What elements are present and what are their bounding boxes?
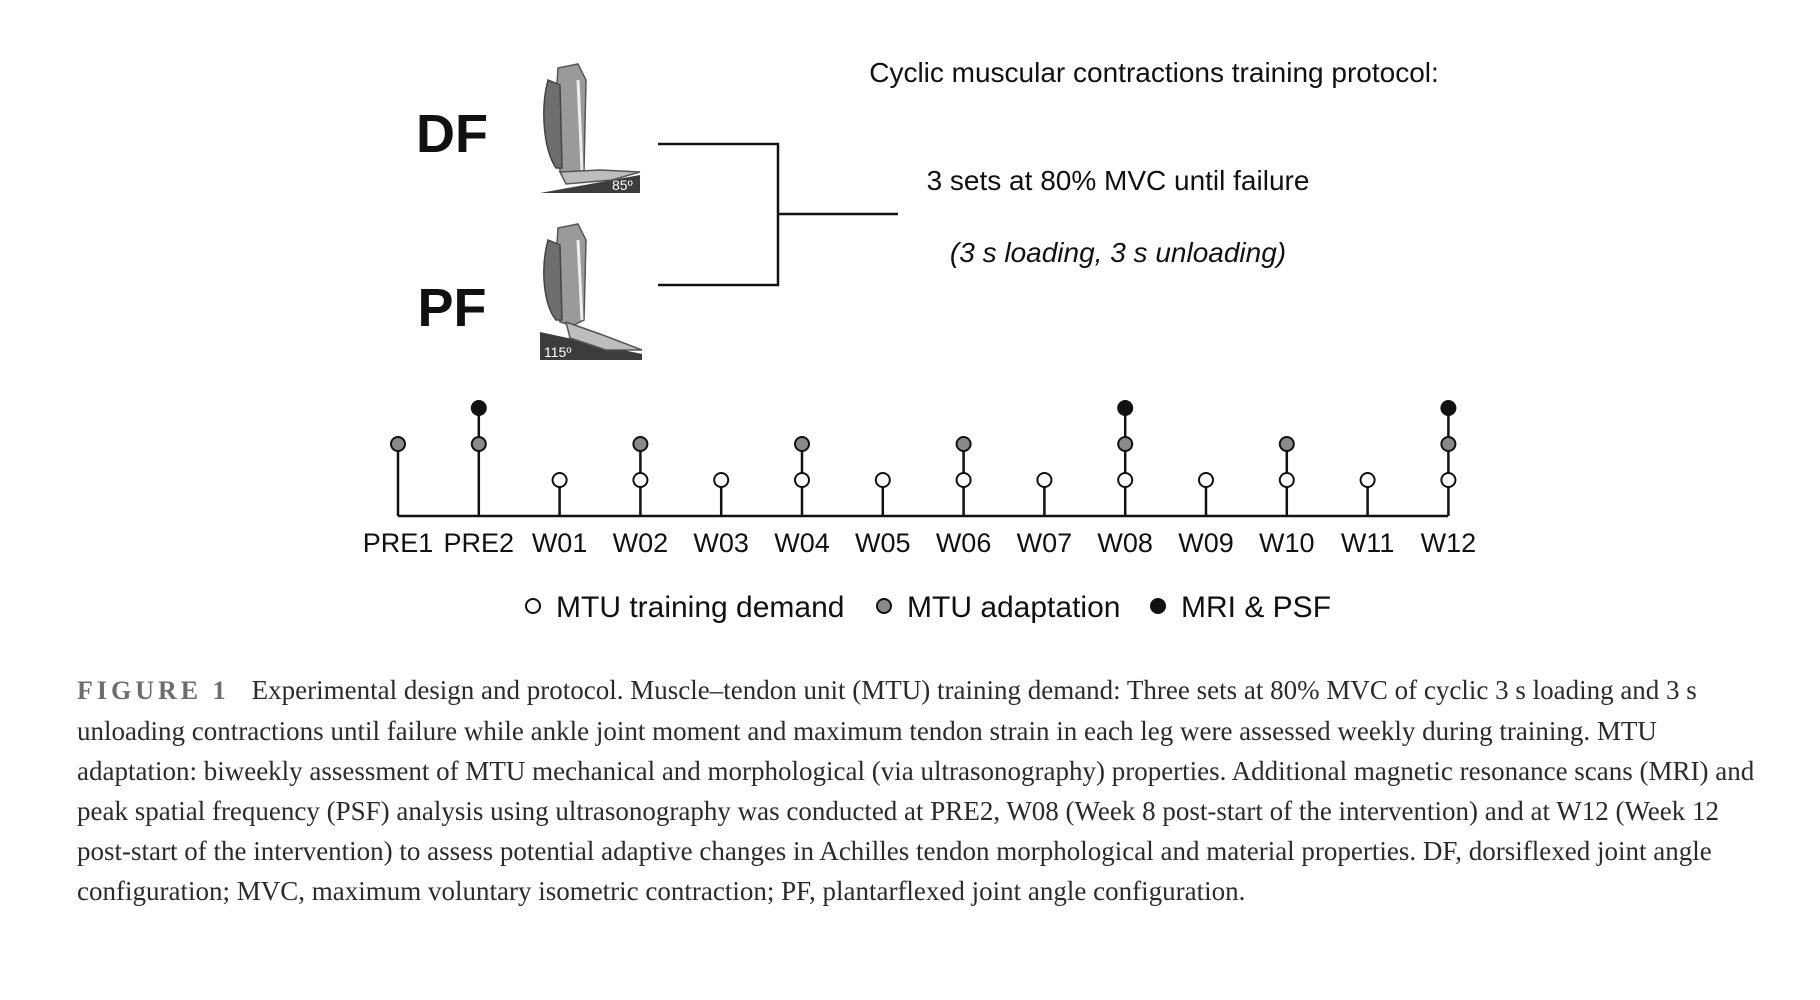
marker-mtu-training-demand-w03 bbox=[713, 472, 730, 488]
protocol-line-2: (3 s loading, 3 s unloading) bbox=[950, 237, 1286, 268]
timeline-tick-label-pre1: PRE1 bbox=[363, 528, 434, 558]
timeline-tick-label-w02: W02 bbox=[613, 528, 669, 558]
legend: MTU training demand MTU adaptation MRI &… bbox=[525, 591, 1331, 624]
timeline-tick-label-w07: W07 bbox=[1017, 528, 1073, 558]
timeline-tick-label-w06: W06 bbox=[936, 528, 992, 558]
df-angle-label: 85º bbox=[612, 177, 633, 193]
protocol-line-1: 3 sets at 80% MVC until failure bbox=[927, 165, 1310, 196]
marker-mri-psf-pre2 bbox=[470, 400, 487, 416]
experimental-design-figure: DF 85º PF 115º Cyclic muscular contracti… bbox=[363, 57, 1477, 624]
pf-leg-illustration: 115º bbox=[540, 223, 643, 360]
marker-mtu-adaptation-w08 bbox=[1117, 436, 1134, 452]
marker-mtu-training-demand-w08 bbox=[1117, 472, 1134, 488]
df-leg-illustration: 85º bbox=[540, 63, 641, 193]
marker-mtu-adaptation-w10 bbox=[1278, 436, 1295, 452]
marker-mtu-training-demand-w06 bbox=[955, 472, 972, 488]
timeline-tick-label-w03: W03 bbox=[693, 528, 749, 558]
timeline-tick-label-w12: W12 bbox=[1421, 528, 1477, 558]
timeline-tick-label-w04: W04 bbox=[774, 528, 830, 558]
timeline-tick-label-pre2: PRE2 bbox=[444, 528, 515, 558]
pf-label: PF bbox=[417, 278, 486, 338]
df-label: DF bbox=[416, 104, 488, 164]
marker-mtu-adaptation-w12 bbox=[1440, 436, 1457, 452]
marker-mtu-training-demand-w09 bbox=[1198, 472, 1214, 488]
timeline-tick-label-w11: W11 bbox=[1341, 528, 1395, 558]
timeline-tick-label-w01: W01 bbox=[532, 528, 588, 558]
legend-marker-mtu-training-demand bbox=[525, 598, 541, 614]
marker-mtu-training-demand-w01 bbox=[551, 472, 568, 488]
timeline-tick-label-w05: W05 bbox=[855, 528, 911, 558]
marker-mtu-training-demand-w04 bbox=[794, 472, 810, 488]
marker-mtu-adaptation-w04 bbox=[794, 436, 810, 452]
timeline-tick-label-w08: W08 bbox=[1097, 528, 1153, 558]
marker-mtu-training-demand-w02 bbox=[632, 472, 649, 488]
pf-angle-label: 115º bbox=[544, 344, 571, 360]
protocol-bracket bbox=[658, 142, 898, 287]
legend-marker-mtu-adaptation bbox=[876, 598, 892, 614]
marker-mtu-training-demand-w11 bbox=[1359, 472, 1376, 488]
marker-mtu-training-demand-w07 bbox=[1036, 472, 1053, 488]
caption-text: Experimental design and protocol. Muscle… bbox=[77, 675, 1755, 906]
marker-mtu-training-demand-w10 bbox=[1278, 472, 1295, 488]
marker-mtu-adaptation-pre1 bbox=[390, 436, 406, 452]
timeline-marks: PRE1 PRE2 W01 W02 W03 W04 W05 W06 W07 W08 W09 W10 W1… bbox=[363, 400, 1477, 558]
protocol-title: Cyclic muscular contractions training pr… bbox=[869, 57, 1439, 88]
legend-label-mri-psf: MRI & PSF bbox=[1181, 591, 1331, 624]
timeline-tick-label-w10: W10 bbox=[1259, 528, 1315, 558]
legend-label-mtu-adaptation: MTU adaptation bbox=[907, 591, 1120, 624]
marker-mtu-adaptation-pre2 bbox=[470, 436, 487, 452]
legend-label-mtu-training-demand: MTU training demand bbox=[556, 591, 844, 624]
marker-mtu-training-demand-w12 bbox=[1440, 472, 1457, 488]
marker-mtu-adaptation-w06 bbox=[955, 436, 972, 452]
caption-label: FIGURE 1 bbox=[77, 676, 230, 705]
marker-mtu-training-demand-w05 bbox=[874, 472, 891, 488]
timeline-tick-label-w09: W09 bbox=[1178, 528, 1234, 558]
marker-mtu-adaptation-w02 bbox=[632, 436, 649, 452]
marker-mri-psf-w08 bbox=[1117, 400, 1134, 416]
legend-marker-mri-psf bbox=[1150, 598, 1166, 614]
marker-mri-psf-w12 bbox=[1440, 400, 1457, 416]
